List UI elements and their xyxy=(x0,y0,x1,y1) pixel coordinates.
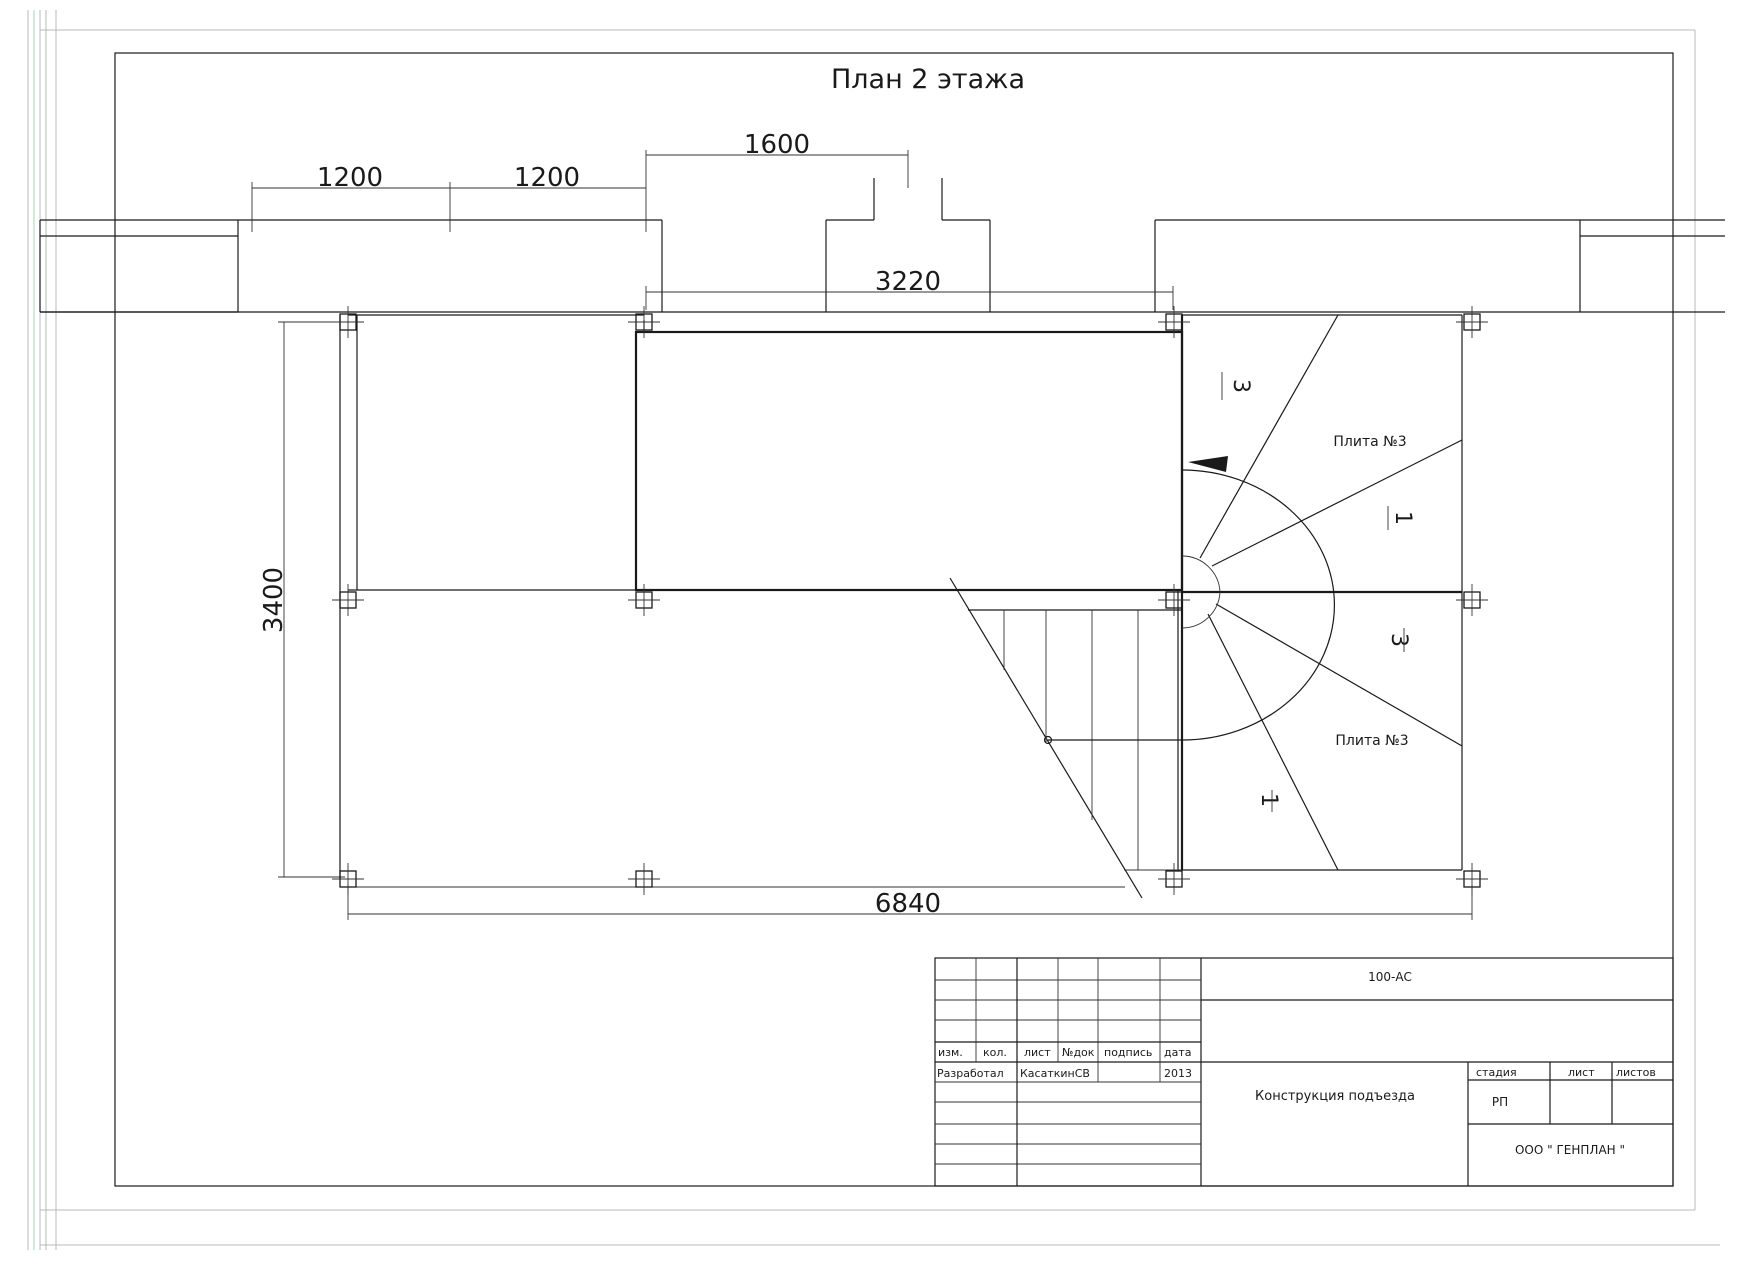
dimension-1600: 1600 xyxy=(744,130,810,160)
section-mark-3-bottom: 3 xyxy=(1386,633,1411,647)
sheets-label: листов xyxy=(1616,1066,1656,1079)
header-data: дата xyxy=(1164,1046,1192,1059)
developed-label: Разработал xyxy=(937,1067,1004,1080)
object-name: Конструкция подъезда xyxy=(1255,1089,1415,1104)
slab-label-top: Плита №3 xyxy=(1333,434,1406,450)
top-dimensions xyxy=(251,150,1174,310)
section-mark-3-top: 3 xyxy=(1228,379,1253,393)
stage-value: РП xyxy=(1492,1095,1508,1109)
sheet-borders xyxy=(27,10,1720,1250)
header-podpis: подпись xyxy=(1104,1046,1152,1059)
developer-name: КасаткинСВ xyxy=(1020,1067,1090,1080)
header-ndok: №док xyxy=(1062,1046,1095,1059)
dimension-1200-left: 1200 xyxy=(317,163,383,193)
header-izm: изм. xyxy=(938,1046,963,1059)
section-mark-1-top: 1 xyxy=(1390,511,1415,525)
title-block xyxy=(934,957,1674,1187)
section-mark-1-bottom: 1 xyxy=(1256,793,1281,807)
dimension-3400: 3400 xyxy=(259,567,289,633)
slab-label-bottom: Плита №3 xyxy=(1335,733,1408,749)
document-code: 100-АС xyxy=(1368,970,1412,984)
stage-label: стадия xyxy=(1476,1066,1517,1079)
dimension-3220: 3220 xyxy=(875,267,941,297)
company-name: ООО " ГЕНПЛАН " xyxy=(1515,1143,1625,1157)
year: 2013 xyxy=(1164,1067,1192,1080)
plan-structure xyxy=(339,314,1463,899)
drawing-title: План 2 этажа xyxy=(831,64,1025,95)
header-list: лист xyxy=(1024,1046,1051,1059)
column-markers xyxy=(332,306,1488,895)
header-kol: кол. xyxy=(983,1046,1007,1059)
outer-wall-band xyxy=(39,178,1725,313)
dimension-1200-right: 1200 xyxy=(514,163,580,193)
dimension-6840: 6840 xyxy=(875,889,941,919)
sheet-label: лист xyxy=(1568,1066,1595,1079)
